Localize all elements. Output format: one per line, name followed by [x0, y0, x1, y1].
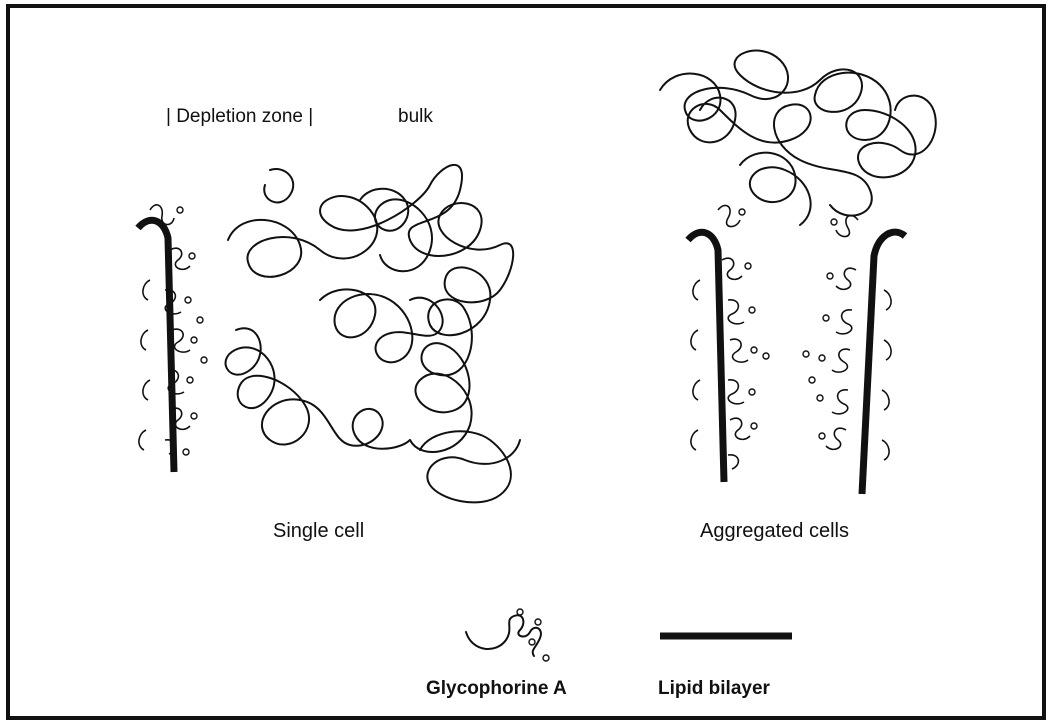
- glycophorin-bead: [819, 433, 825, 439]
- glycophorin-bead: [529, 639, 535, 645]
- glycophorin-bead: [187, 377, 193, 383]
- glycophorin-strand: [826, 215, 858, 449]
- glycophorin-bead: [827, 273, 833, 279]
- legend-glycophorin-symbol: [466, 609, 549, 661]
- glycophorin-bead: [803, 351, 809, 357]
- polymer-coil: [420, 431, 520, 502]
- lipid-bilayer-single-cell: [138, 220, 174, 472]
- polymer-coil: [815, 73, 936, 178]
- glycophorin-bead: [191, 337, 197, 343]
- glycophorin-bead: [831, 219, 837, 225]
- glycophorin-bead: [739, 209, 745, 215]
- glycophorin-bead: [535, 619, 541, 625]
- legend-lipid-bilayer-label: Lipid bilayer: [658, 678, 770, 700]
- glycophorin-bead: [809, 377, 815, 383]
- bulk-label: bulk: [398, 106, 433, 128]
- glycophorin-bead: [201, 357, 207, 363]
- glycophorin-bead: [543, 655, 549, 661]
- glycophorin-bead: [749, 389, 755, 395]
- aggregated-polymer-bulk: [660, 51, 936, 225]
- glycophorin-bead: [745, 263, 751, 269]
- glycophorin-bead: [751, 347, 757, 353]
- legend-glycophorin-label: Glycophorine A: [426, 678, 567, 700]
- glycophorin-bead: [517, 609, 523, 615]
- glycophorin-strand: [466, 615, 541, 656]
- polymer-coil: [360, 189, 432, 272]
- glycophorin-bead: [189, 253, 195, 259]
- glycophorin-bead: [197, 317, 203, 323]
- lipid-bilayer-right-cell: [862, 232, 905, 494]
- polymer-coil: [660, 51, 862, 121]
- polymer-coil: [410, 203, 513, 335]
- depletion-zone-label: | Depletion zone |: [166, 106, 313, 128]
- polymer-coil: [320, 289, 443, 362]
- lipid-bilayer-left-cell: [688, 232, 724, 482]
- polymer-coil: [740, 153, 811, 225]
- single-cell-polymer-bulk: [226, 165, 520, 503]
- glycophorin-bead: [763, 353, 769, 359]
- glycophorin-bead: [817, 395, 823, 401]
- glycophorin-strand: [139, 280, 150, 450]
- glycophorin-bead: [751, 423, 757, 429]
- single-cell-caption: Single cell: [273, 520, 364, 543]
- glycophorin-bead: [749, 307, 755, 313]
- polymer-coil: [226, 328, 410, 449]
- aggregated-cells-caption: Aggregated cells: [700, 520, 849, 543]
- glycophorin-bead: [185, 297, 191, 303]
- glycophorin-bead: [819, 355, 825, 361]
- polymer-coil: [264, 169, 293, 202]
- glycophorin-bead: [191, 413, 197, 419]
- glycophorin-bead: [823, 315, 829, 321]
- glycophorin-bead: [177, 207, 183, 213]
- glycophorin-bead: [183, 449, 189, 455]
